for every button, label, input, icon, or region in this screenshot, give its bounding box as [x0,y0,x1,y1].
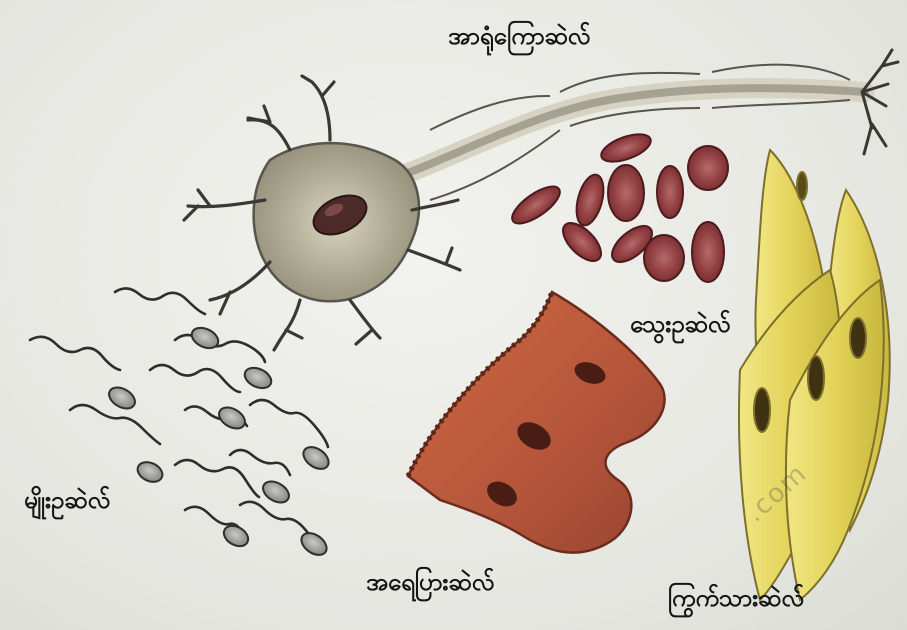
nerve-cell-label: အာရုံကြောဆဲလ် [448,24,590,48]
skin-cell-label: အရေပြားဆဲလ် [366,570,494,594]
blood-cells [507,129,728,282]
blood-cell-label: သွေးဥဆဲလ် [630,312,730,336]
skin-tissue [408,292,665,553]
muscle-cell-label: ကြွက်သားဆဲလ် [668,586,804,610]
sperm-cell-label: မျိုးဥဆဲလ် [24,488,110,512]
muscle-cells [739,150,890,600]
